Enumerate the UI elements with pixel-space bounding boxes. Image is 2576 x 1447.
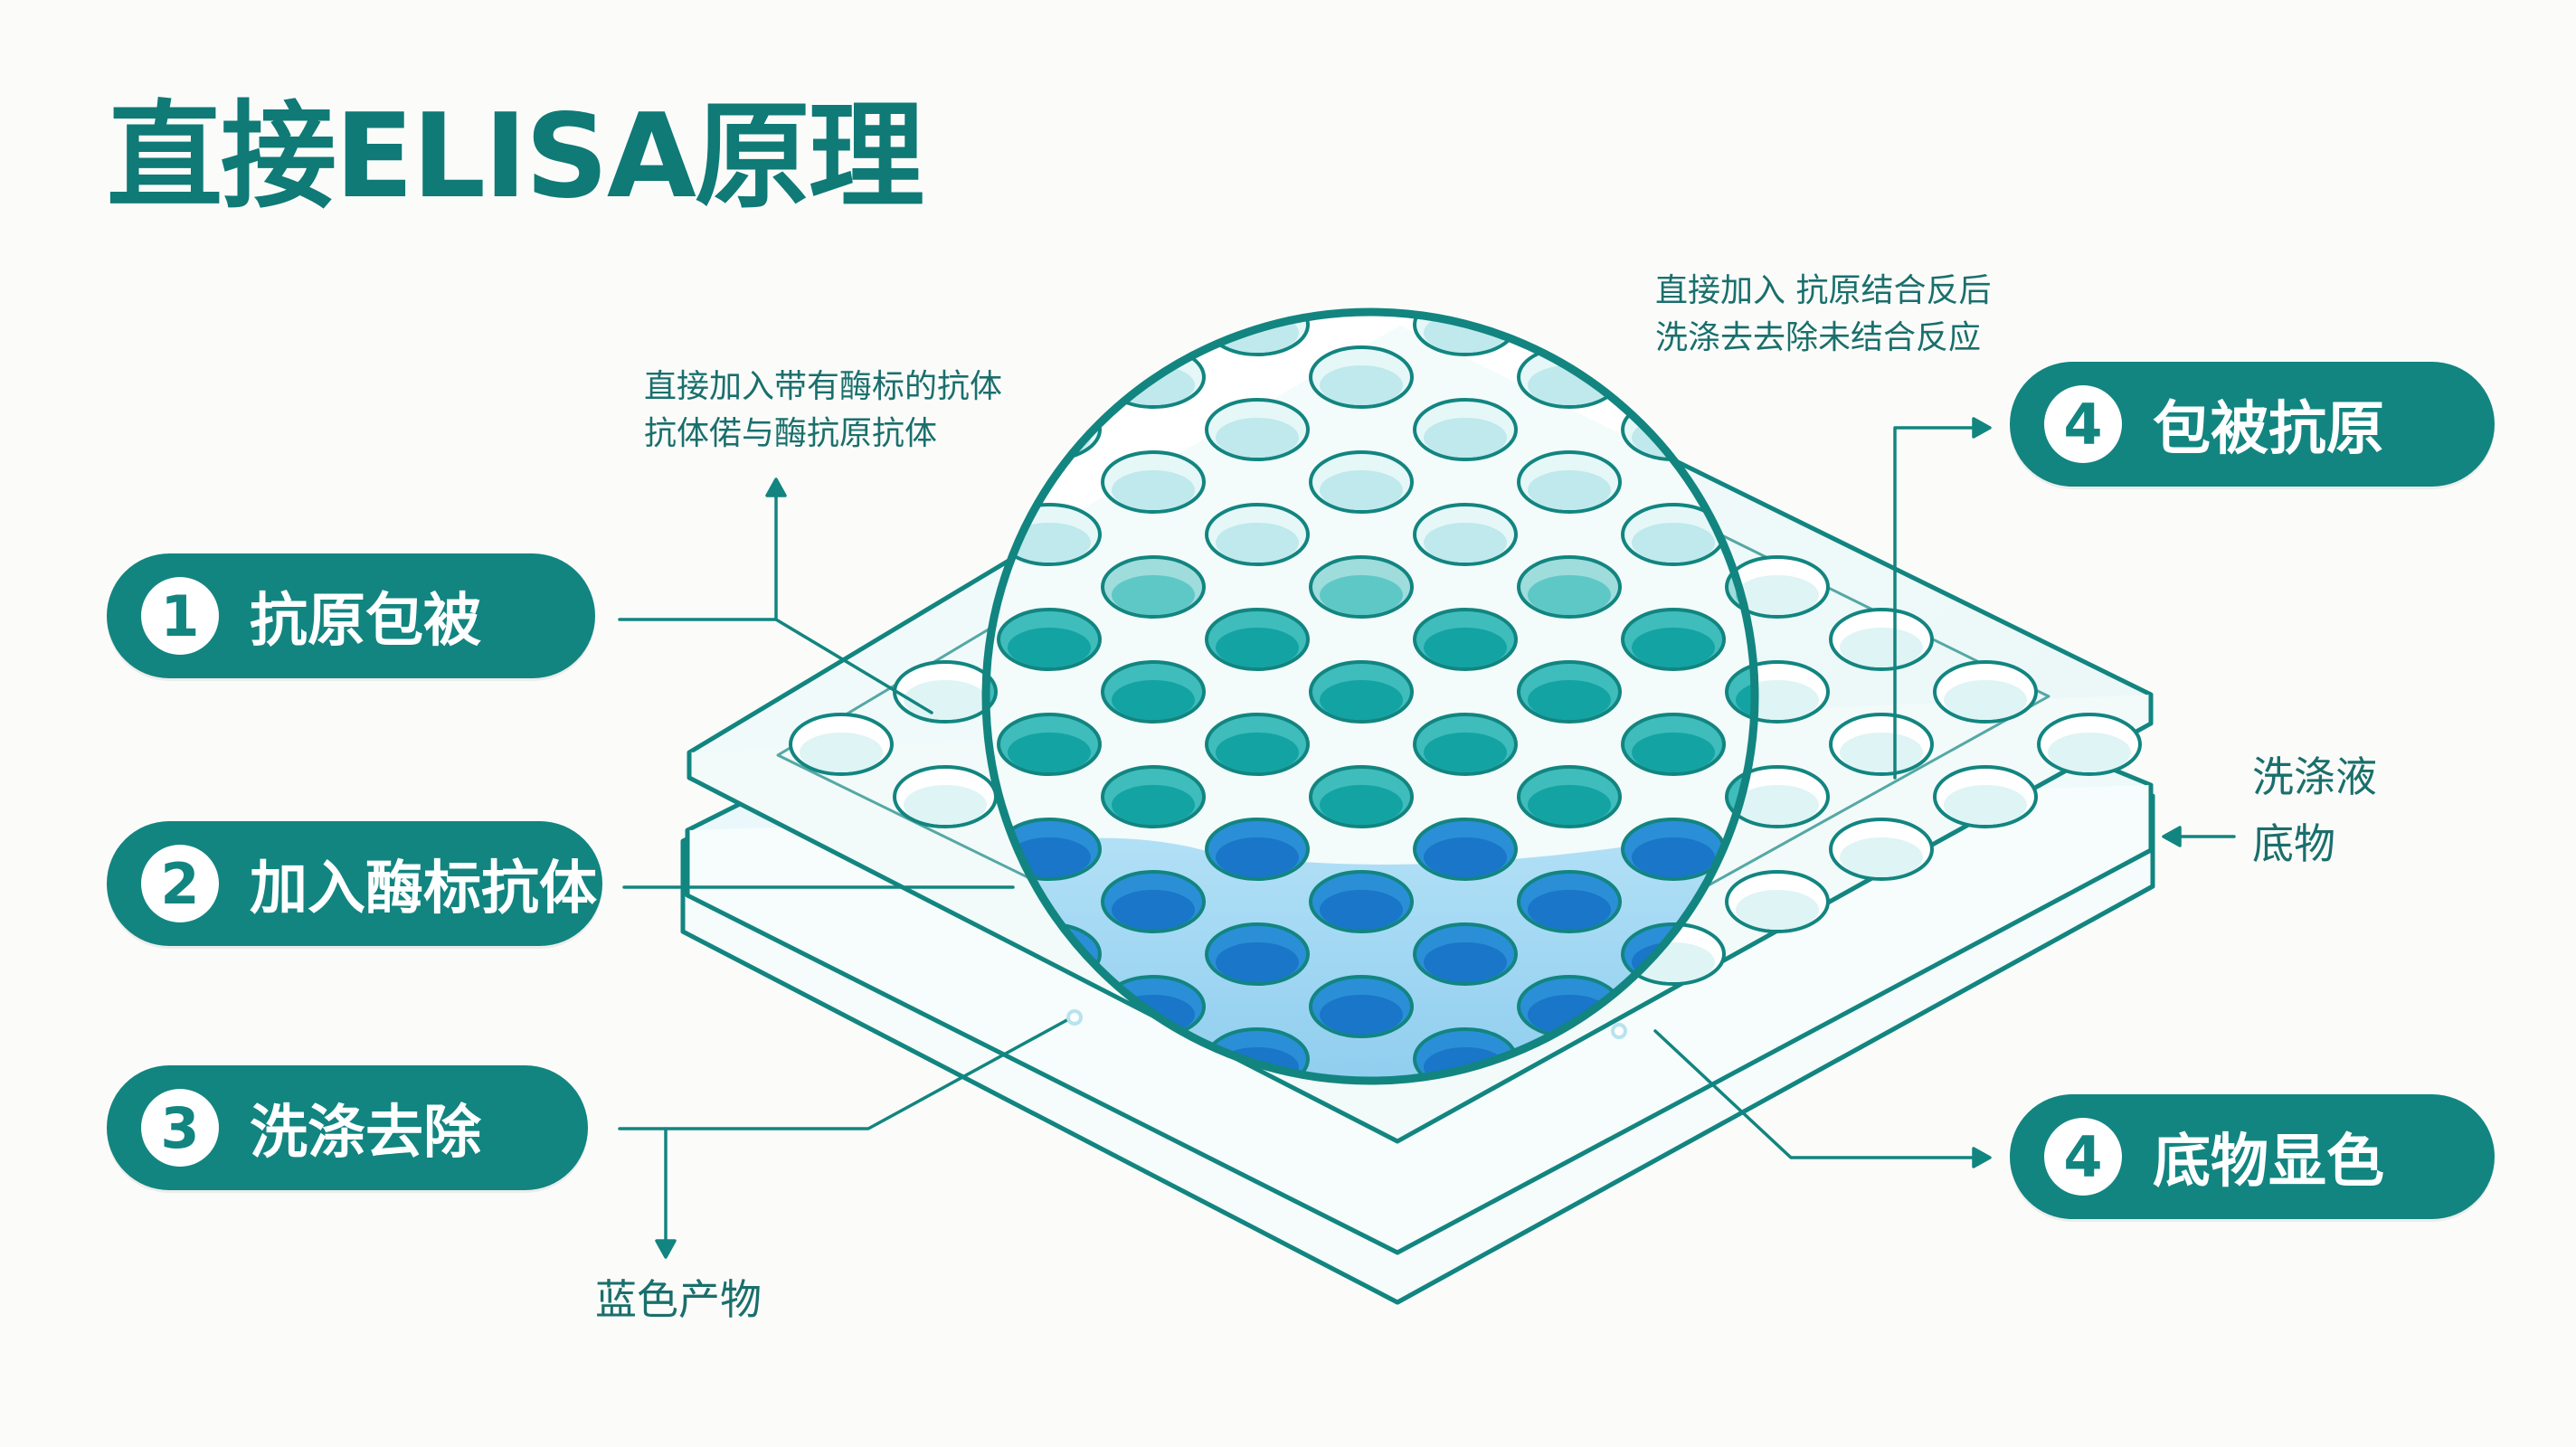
- magnified-well: [1309, 765, 1414, 828]
- magnified-well: [1517, 765, 1622, 828]
- step-label: 加入酶标抗体: [250, 856, 597, 922]
- plate-well: [1829, 608, 1934, 671]
- magnified-well: [997, 398, 1102, 461]
- magnified-well: [1413, 398, 1518, 461]
- step-number-badge: 3: [141, 1089, 219, 1167]
- magnified-well: [1517, 345, 1622, 409]
- plate-well: [789, 713, 894, 776]
- note-line: 洗涤去去除未结合反应: [1655, 319, 1982, 356]
- plate-well: [1725, 765, 1830, 828]
- magnified-well: [1101, 660, 1206, 724]
- magnified-well: [1101, 450, 1206, 514]
- magnified-well: [1311, 242, 1412, 302]
- note-right-side: 洗涤液 底物: [2252, 743, 2377, 877]
- plate-well: [1725, 870, 1830, 933]
- step-pill-3: 3 洗涤去除: [107, 1065, 588, 1190]
- magnified-well: [1621, 503, 1726, 566]
- plate-well: [1829, 818, 1934, 881]
- magnified-well: [1517, 660, 1622, 724]
- step-pill-1: 1 抗原包被: [107, 553, 595, 678]
- magnified-well: [1517, 870, 1622, 933]
- magnified-well: [997, 608, 1102, 671]
- magnified-well: [1621, 608, 1726, 671]
- note-line: 底物: [2252, 819, 2335, 868]
- magnified-well: [1517, 450, 1622, 514]
- magnified-well: [1205, 922, 1310, 986]
- magnified-well: [1101, 870, 1206, 933]
- step-number-badge: 4: [2044, 1118, 2122, 1196]
- magnified-well: [997, 713, 1102, 776]
- magnified-well: [1205, 503, 1310, 566]
- magnified-well: [1205, 398, 1310, 461]
- plate-well: [893, 765, 998, 828]
- note-line: 抗体偌与酶抗原抗体: [644, 415, 938, 452]
- note-bottom: 蓝色产物: [595, 1275, 762, 1324]
- connector-lines: [618, 417, 2236, 1259]
- connector-dot: [1611, 1023, 1627, 1039]
- magnified-well: [1621, 713, 1726, 776]
- magnified-well: [1413, 818, 1518, 881]
- magnified-well: [1309, 555, 1414, 619]
- step-label: 包被抗原: [2153, 396, 2384, 463]
- note-right-top: 直接加入 抗原结合反后 洗涤去去除未结合反应: [1655, 268, 1991, 362]
- magnified-well: [1413, 713, 1518, 776]
- connector-dot: [1066, 1009, 1083, 1026]
- note-line: 直接加入 抗原结合反后: [1655, 272, 1992, 309]
- magnified-well: [1309, 870, 1414, 933]
- plate-well: [1933, 765, 2038, 828]
- plate-well: [2037, 713, 2142, 776]
- step-number-badge: 1: [141, 577, 219, 655]
- plate-well: [1933, 660, 2038, 724]
- step-label: 抗原包被: [250, 588, 481, 655]
- step-number-badge: 2: [141, 845, 219, 922]
- note-left-top: 直接加入带有酶标的抗体 抗体偌与酶抗原抗体: [644, 364, 1002, 458]
- magnified-well: [1413, 922, 1518, 986]
- plate-well: [1829, 713, 1934, 776]
- magnified-well: [1205, 713, 1310, 776]
- magnified-well: [1517, 555, 1622, 619]
- step-number-badge: 4: [2044, 385, 2122, 463]
- magnified-well: [1309, 975, 1414, 1038]
- step-label: 洗涤去除: [250, 1100, 481, 1167]
- note-line: 直接加入带有酶标的抗体: [644, 368, 1003, 405]
- magnified-well: [1309, 660, 1414, 724]
- note-line: 洗涤液: [2252, 752, 2377, 801]
- step-pill-2: 2 加入酶标抗体: [107, 821, 602, 946]
- magnified-well: [1101, 765, 1206, 828]
- step-pill-4-top: 4 包被抗原: [2010, 362, 2495, 487]
- plate-well: [1725, 555, 1830, 619]
- magnified-well: [1205, 608, 1310, 671]
- magnified-well: [1309, 345, 1414, 409]
- magnified-well: [1205, 818, 1310, 881]
- page-title: 直接ELISA原理: [107, 90, 924, 224]
- magnified-well: [986, 660, 998, 724]
- magnified-well: [1101, 555, 1206, 619]
- step-pill-4-bottom: 4 底物显色: [2010, 1094, 2495, 1219]
- magnified-well: [1413, 503, 1518, 566]
- magnified-well: [1413, 608, 1518, 671]
- step-label: 底物显色: [2153, 1129, 2384, 1196]
- magnified-well: [1309, 450, 1414, 514]
- magnified-well: [1621, 398, 1726, 461]
- plate-well: [893, 660, 998, 724]
